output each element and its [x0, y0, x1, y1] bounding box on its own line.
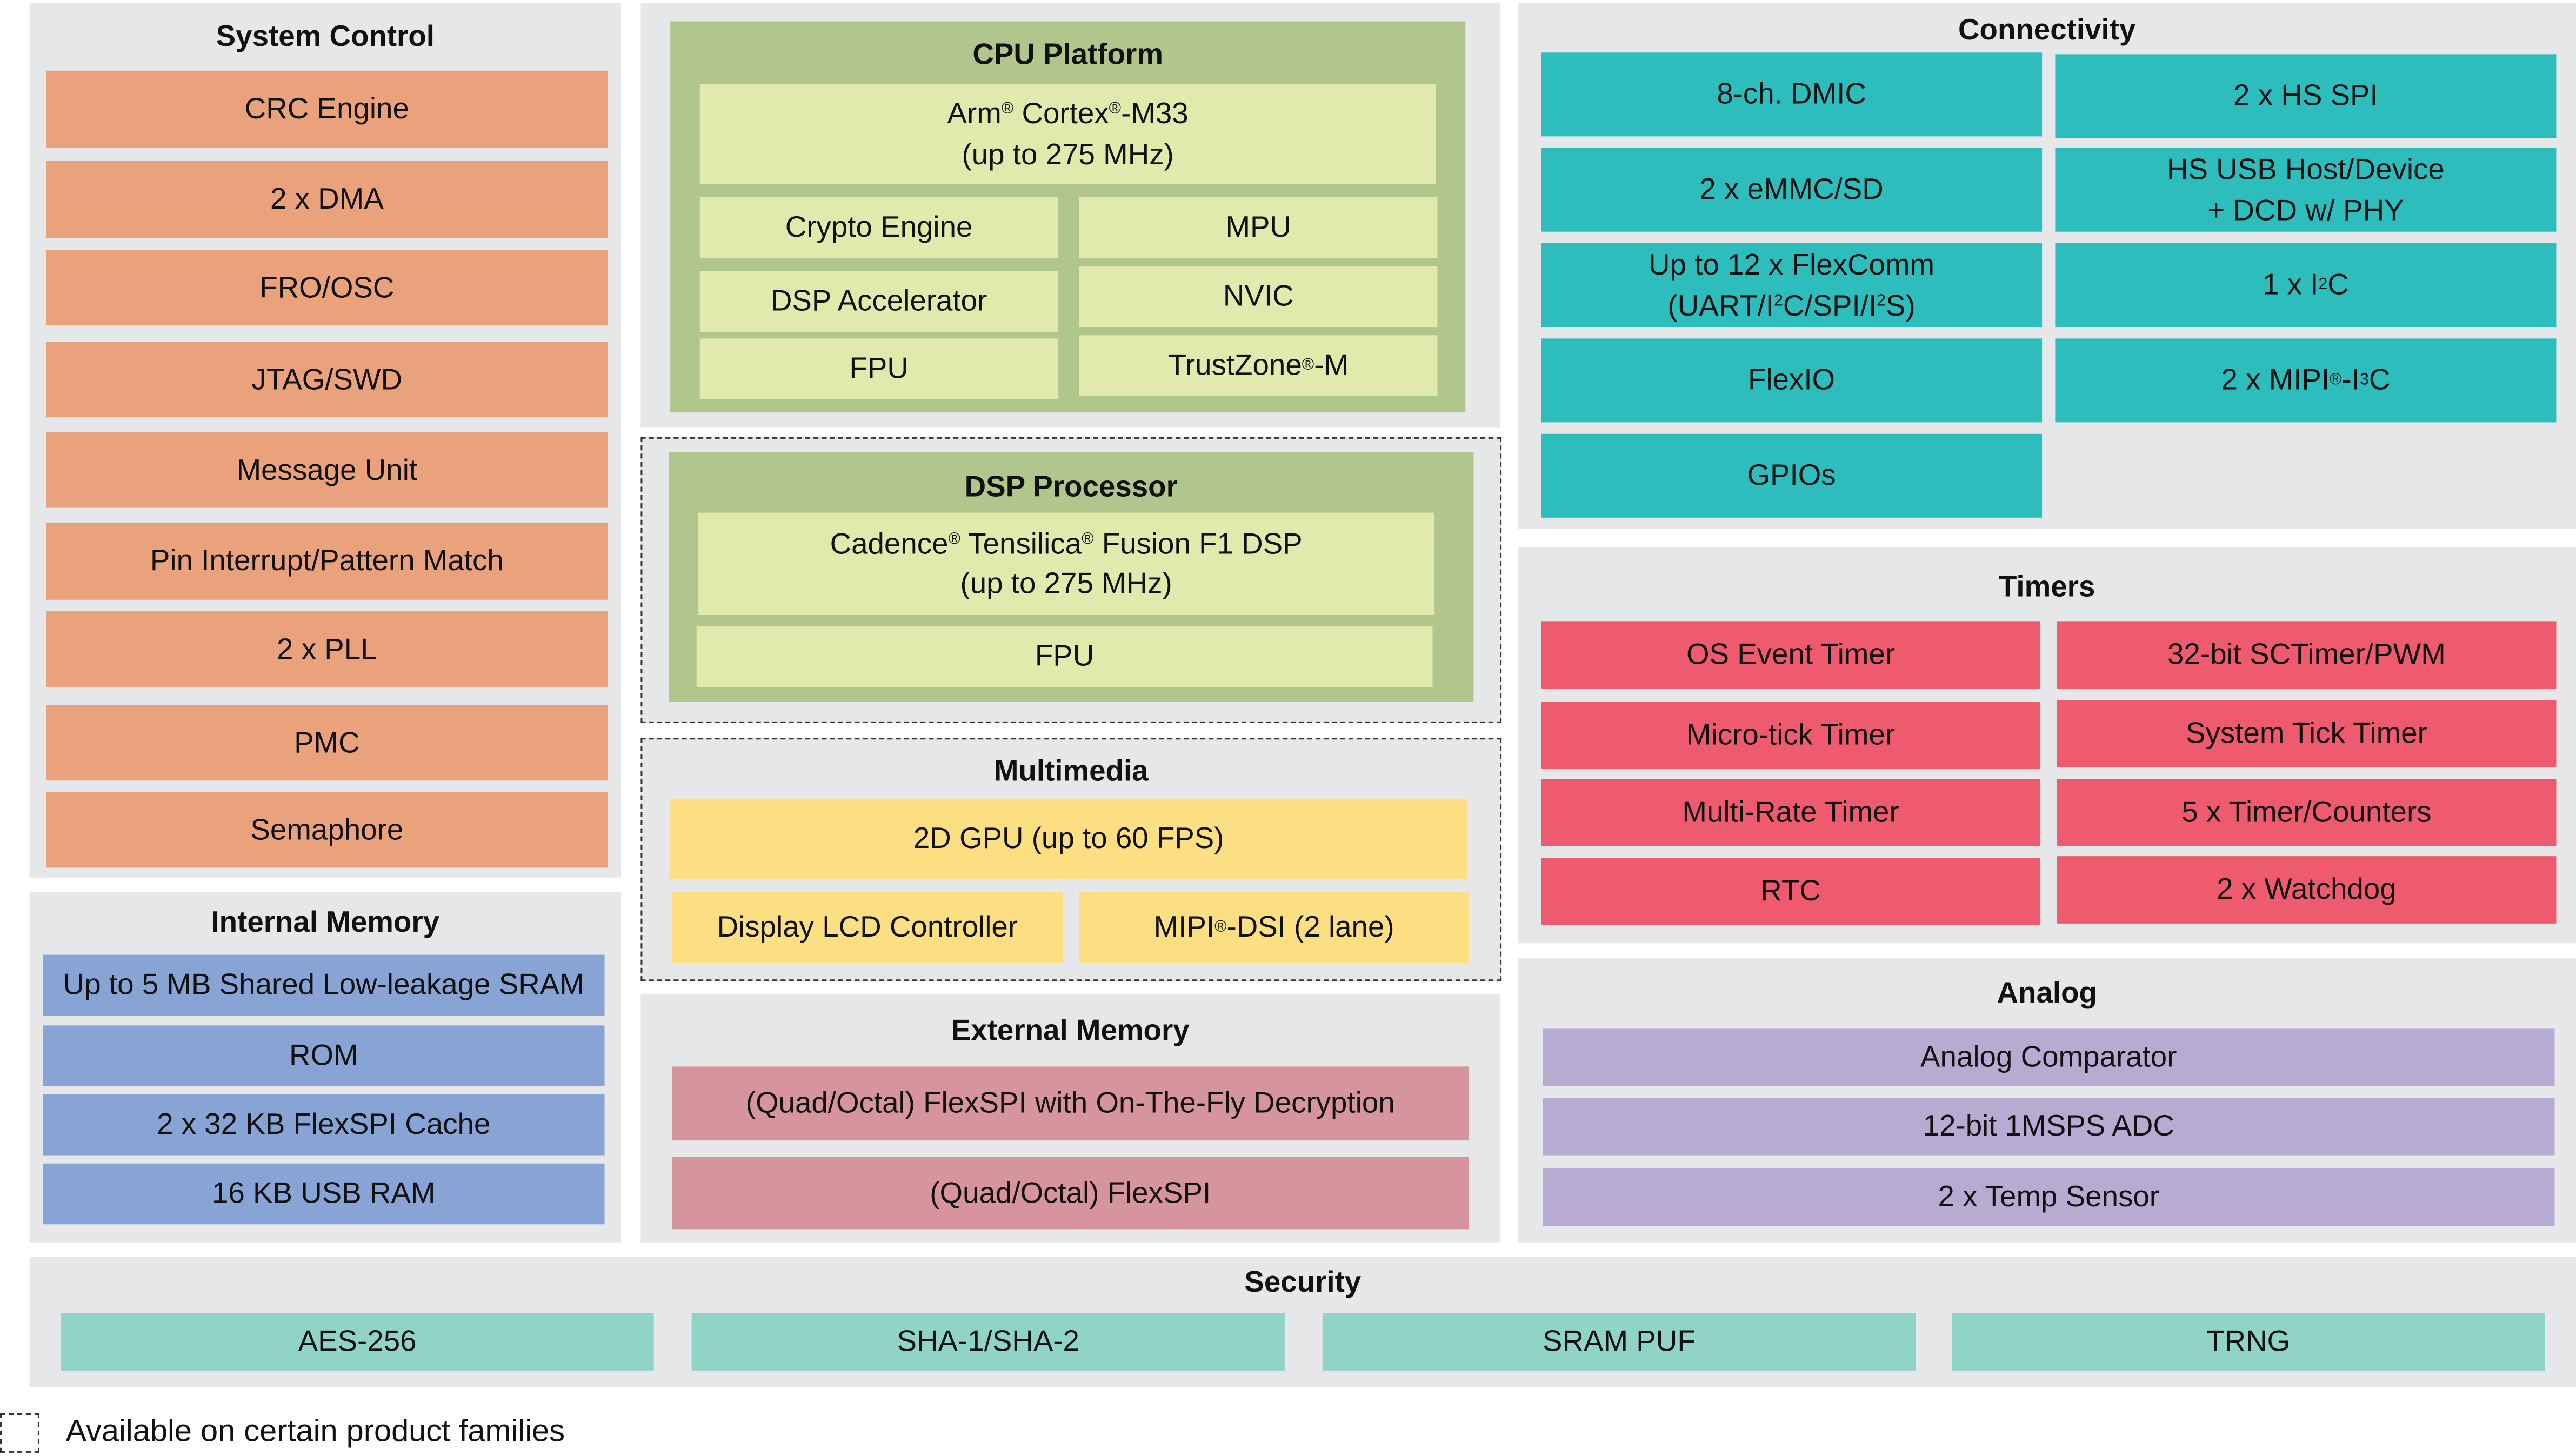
cortex-m33-frequency: (up to 275 MHz) [962, 137, 1174, 170]
timer-block: RTC [1541, 858, 2041, 925]
system-control-block: 2 x PLL [46, 611, 608, 687]
trustzone-block: TrustZone®-M [1079, 335, 1438, 396]
cortex-m33-label: Arm® Cortex®-M33 [947, 97, 1189, 130]
connectivity-title: Connectivity [1958, 13, 2136, 46]
system-control-block: PMC [46, 705, 608, 781]
internal-memory-block: Up to 5 MB Shared Low-leakage SRAM [43, 954, 605, 1016]
system-control-block: Pin Interrupt/Pattern Match [46, 522, 608, 600]
fusion-f1-dsp-frequency: (up to 275 MHz) [960, 567, 1172, 600]
dsp-processor-title: DSP Processor [964, 470, 1178, 503]
timer-block: 32-bit SCTimer/PWM [2057, 621, 2557, 689]
security-block: SRAM PUF [1322, 1313, 1916, 1371]
gpios-block: GPIOs [1541, 433, 2043, 518]
security-title: Security [1244, 1265, 1362, 1299]
usb-label-line2: + DCD w/ PHY [2207, 193, 2404, 226]
dsp-processor-panel: DSP Processor Cadence® Tensilica® Fusion… [640, 437, 1502, 723]
analog-title: Analog [1997, 976, 2097, 1009]
internal-memory-block: 16 KB USB RAM [43, 1163, 605, 1225]
timers-panel: Timers OS Event Timer Micro-tick Timer M… [1518, 547, 2576, 944]
analog-block: 2 x Temp Sensor [1543, 1168, 2555, 1226]
external-memory-block: (Quad/Octal) FlexSPI with On-The-Fly Dec… [672, 1066, 1469, 1141]
external-memory-title: External Memory [951, 1014, 1190, 1047]
timer-block: Micro-tick Timer [1541, 702, 2041, 770]
crypto-engine-block: Crypto Engine [699, 197, 1058, 258]
flexio-block: FlexIO [1541, 338, 2043, 423]
external-memory-panel: External Memory (Quad/Octal) FlexSPI wit… [640, 994, 1500, 1243]
analog-block: Analog Comparator [1543, 1028, 2555, 1086]
gpu-block: 2D GPU (up to 60 FPS) [670, 798, 1467, 879]
timer-block: System Tick Timer [2057, 700, 2557, 767]
cpu-platform-block: CPU Platform Arm® Cortex®-M33 (up to 275… [670, 21, 1466, 413]
internal-memory-block: ROM [43, 1025, 605, 1086]
system-control-block: Semaphore [46, 792, 608, 868]
timer-block: OS Event Timer [1541, 621, 2041, 689]
connectivity-panel: Connectivity 8-ch. DMIC 2 x HS SPI 2 x e… [1518, 3, 2576, 530]
analog-block: 12-bit 1MSPS ADC [1543, 1098, 2555, 1156]
timers-title: Timers [1998, 570, 2095, 603]
dsp-fpu-block: FPU [696, 626, 1433, 687]
lcd-controller-block: Display LCD Controller [672, 892, 1063, 963]
security-block: AES-256 [61, 1313, 654, 1371]
cpu-fpu-block: FPU [699, 338, 1058, 399]
timer-block: Multi-Rate Timer [1541, 779, 2041, 846]
system-control-block: FRO/OSC [46, 250, 608, 326]
flexcomm-label-line2: (UART/I2C/SPI/I2S) [1667, 288, 1916, 322]
system-control-block: 2 x DMA [46, 161, 608, 238]
system-control-block: JTAG/SWD [46, 342, 608, 418]
system-control-title: System Control [216, 19, 435, 53]
hs-spi-block: 2 x HS SPI [2055, 54, 2557, 138]
external-memory-block: (Quad/Octal) FlexSPI [672, 1157, 1469, 1230]
security-block: SHA-1/SHA-2 [691, 1313, 1285, 1371]
timer-block: 5 x Timer/Counters [2057, 779, 2557, 846]
multimedia-panel: Multimedia 2D GPU (up to 60 FPS) Display… [640, 738, 1502, 981]
optional-legend-text: Available on certain product families [65, 1414, 565, 1450]
usb-label-line1: HS USB Host/Device [2167, 153, 2445, 186]
mipi-dsi-block: MIPI®-DSI (2 lane) [1079, 892, 1469, 963]
internal-memory-panel: Internal Memory Up to 5 MB Shared Low-le… [29, 892, 621, 1243]
timer-block: 2 x Watchdog [2057, 856, 2557, 924]
mpu-block: MPU [1079, 197, 1438, 258]
dsp-accelerator-block: DSP Accelerator [699, 271, 1058, 332]
optional-legend-swatch [0, 1413, 39, 1453]
cortex-m33-block: Arm® Cortex®-M33 (up to 275 MHz) [699, 84, 1436, 184]
dsp-processor-block: DSP Processor Cadence® Tensilica® Fusion… [669, 452, 1474, 702]
system-control-panel: System Control CRC Engine 2 x DMA FRO/OS… [29, 3, 621, 878]
analog-panel: Analog Analog Comparator 12-bit 1MSPS AD… [1518, 958, 2576, 1243]
internal-memory-block: 2 x 32 KB FlexSPI Cache [43, 1094, 605, 1156]
emmc-sd-block: 2 x eMMC/SD [1541, 148, 2043, 232]
multimedia-title: Multimedia [993, 754, 1149, 787]
fusion-f1-dsp-block: Cadence® Tensilica® Fusion F1 DSP (up to… [698, 512, 1434, 615]
system-control-block: CRC Engine [46, 70, 608, 148]
usb-block: HS USB Host/Device + DCD w/ PHY [2055, 148, 2557, 232]
flexcomm-label-line1: Up to 12 x FlexComm [1649, 248, 1935, 282]
nvic-block: NVIC [1079, 266, 1438, 328]
cpu-platform-panel: CPU Platform Arm® Cortex®-M33 (up to 275… [640, 3, 1500, 428]
flexcomm-block: Up to 12 x FlexComm (UART/I2C/SPI/I2S) [1541, 243, 2043, 328]
security-panel: Security AES-256 SHA-1/SHA-2 SRAM PUF TR… [29, 1257, 2576, 1387]
system-control-block: Message Unit [46, 432, 608, 508]
cpu-platform-title: CPU Platform [972, 37, 1163, 71]
dmic-block: 8-ch. DMIC [1541, 52, 2043, 137]
security-block: TRNG [1951, 1313, 2545, 1371]
fusion-f1-dsp-label: Cadence® Tensilica® Fusion F1 DSP [830, 527, 1303, 560]
internal-memory-title: Internal Memory [211, 905, 440, 939]
